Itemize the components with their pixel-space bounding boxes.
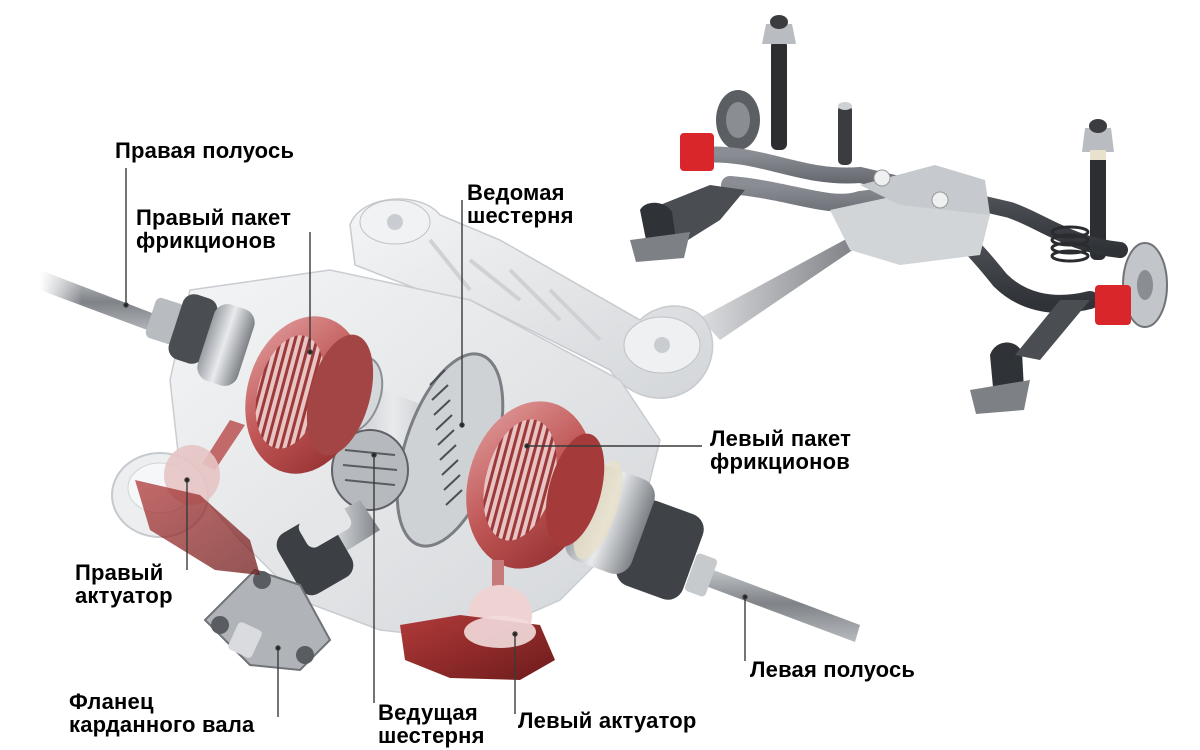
label-right-actuator: Правый актуатор xyxy=(75,561,173,607)
label-right-clutch-pack: Правый пакет фрикционов xyxy=(136,206,291,252)
label-line: актуатор xyxy=(75,583,173,608)
left-actuator-shape xyxy=(400,560,555,680)
right-actuator-shape xyxy=(135,420,260,575)
caliper-left xyxy=(680,133,714,171)
label-line: фрикционов xyxy=(136,228,276,253)
label-driven-gear: Ведомая шестерня xyxy=(467,181,574,227)
label-line: Левая полуось xyxy=(750,657,916,682)
label-left-halfshaft: Левая полуось xyxy=(750,658,915,681)
leader-lines xyxy=(123,168,748,717)
label-line: Фланец xyxy=(69,689,154,714)
label-line: шестерня xyxy=(467,203,574,228)
label-line: Левый пакет xyxy=(710,426,852,451)
label-line: шестерня xyxy=(378,723,485,748)
label-left-actuator: Левый актуатор xyxy=(518,709,697,732)
label-line: Левый актуатор xyxy=(518,708,697,733)
label-line: карданного вала xyxy=(69,712,255,737)
subframe-inset xyxy=(630,15,1168,414)
label-line: фрикционов xyxy=(710,449,850,474)
label-drive-gear: Ведущая шестерня xyxy=(378,701,485,747)
label-left-clutch-pack: Левый пакет фрикционов xyxy=(710,427,851,473)
label-line: Правая полуось xyxy=(115,138,295,163)
label-line: Ведущая xyxy=(378,700,478,725)
label-line: Правый пакет xyxy=(136,205,292,230)
label-line: Правый xyxy=(75,560,164,585)
callout-cone xyxy=(700,238,860,340)
right-clutch-pack-shape xyxy=(245,316,374,474)
caliper-right xyxy=(1095,285,1131,325)
label-line: Ведомая xyxy=(467,180,565,205)
label-propshaft-flange: Фланец карданного вала xyxy=(69,690,254,736)
differential-cutaway xyxy=(40,198,860,680)
label-right-halfshaft: Правая полуось xyxy=(115,139,294,162)
left-clutch-pack-shape xyxy=(466,401,605,569)
